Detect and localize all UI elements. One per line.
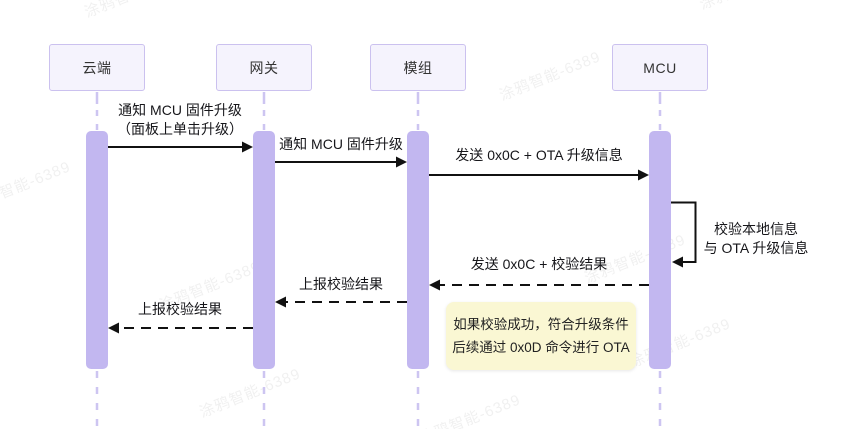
- participant-box-module: 模组: [370, 44, 466, 91]
- arrowhead-left-icon: [429, 279, 440, 291]
- self-message-loop-mcu: [671, 201, 697, 268]
- message-label-line: 上报校验结果: [299, 276, 383, 292]
- participant-label: 云端: [82, 59, 112, 76]
- participant-box-cloud: 云端: [49, 44, 145, 91]
- message-label-6: 上报校验结果: [138, 300, 222, 319]
- arrowhead-right-icon: [638, 169, 649, 181]
- message-label-line: （面板上单击升级）: [117, 121, 243, 137]
- message-label-5: 上报校验结果: [299, 275, 383, 294]
- message-label-line: 发送 0x0C + OTA 升级信息: [455, 147, 623, 163]
- participant-box-mcu: MCU: [612, 44, 708, 91]
- message-arrow-mcu-to-module: [429, 279, 649, 291]
- message-label-2: 通知 MCU 固件升级: [279, 135, 403, 154]
- activation-bar-mcu: [649, 131, 671, 369]
- arrowhead-right-icon: [396, 156, 407, 168]
- message-arrow-module-to-gateway: [275, 296, 407, 308]
- activation-bar-gateway: [253, 131, 275, 369]
- message-label-4: 发送 0x0C + 校验结果: [471, 255, 608, 274]
- note-line: 后续通过 0x0D 命令进行 OTA: [452, 340, 630, 355]
- activation-bar-module: [407, 131, 429, 369]
- message-label-line: 上报校验结果: [138, 301, 222, 317]
- note-box: 如果校验成功，符合升级条件 后续通过 0x0D 命令进行 OTA: [446, 302, 636, 370]
- message-label-self-loop: 校验本地信息 与 OTA 升级信息: [704, 220, 809, 258]
- message-label-1: 通知 MCU 固件升级 （面板上单击升级）: [117, 101, 243, 139]
- arrowhead-left-icon: [672, 256, 683, 268]
- message-label-line: 校验本地信息: [714, 221, 798, 237]
- message-arrow-gateway-to-module: [275, 156, 407, 168]
- arrowhead-right-icon: [242, 141, 253, 153]
- message-label-line: 通知 MCU 固件升级: [279, 136, 403, 152]
- message-label-3: 发送 0x0C + OTA 升级信息: [455, 146, 622, 165]
- arrowhead-left-icon: [108, 322, 119, 334]
- message-label-line: 与 OTA 升级信息: [703, 240, 809, 256]
- message-arrow-gateway-to-cloud: [108, 322, 253, 334]
- message-label-line: 通知 MCU 固件升级: [118, 102, 242, 118]
- message-arrow-module-to-mcu: [429, 169, 649, 181]
- arrowhead-left-icon: [275, 296, 286, 308]
- activation-bar-cloud: [86, 131, 108, 369]
- message-label-line: 发送 0x0C + 校验结果: [470, 256, 608, 272]
- message-arrow-cloud-to-gateway: [108, 141, 253, 153]
- participant-label: 网关: [249, 59, 279, 76]
- participant-label: 模组: [403, 59, 433, 76]
- participant-label: MCU: [643, 59, 677, 76]
- note-line: 如果校验成功，符合升级条件: [453, 317, 629, 332]
- participant-box-gateway: 网关: [216, 44, 312, 91]
